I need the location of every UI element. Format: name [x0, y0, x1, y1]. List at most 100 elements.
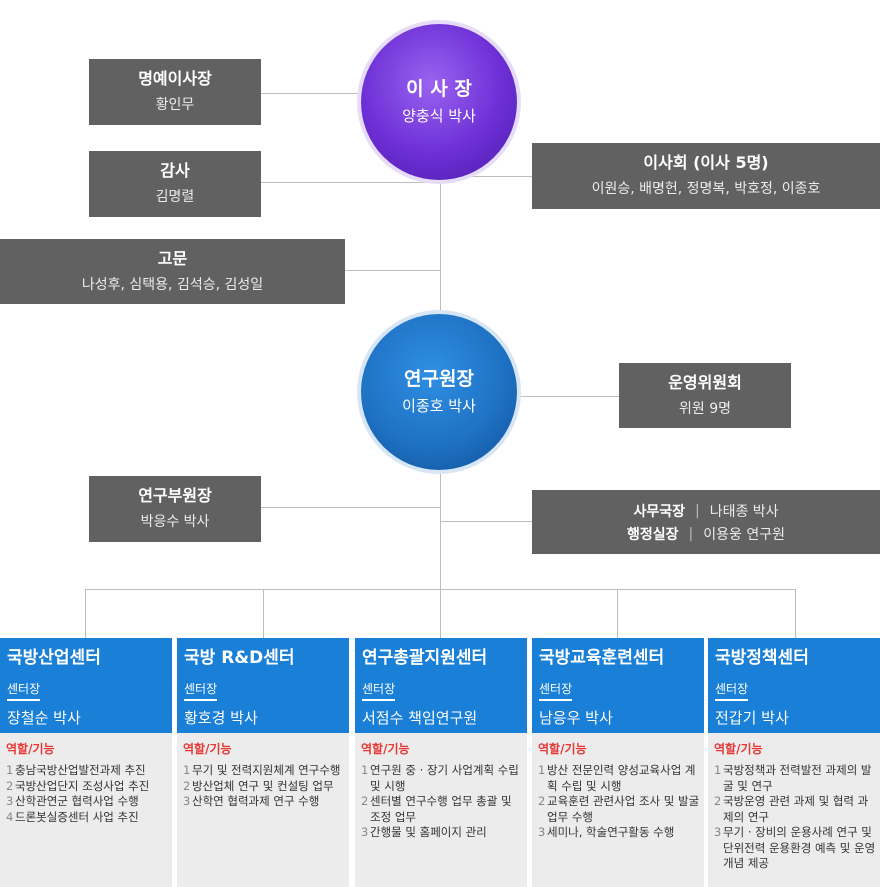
center-drop-3	[440, 589, 441, 638]
center-head-name: 전갑기 박사	[715, 709, 789, 727]
center-head-label: 센터장	[184, 682, 218, 701]
center-head-label: 센터장	[539, 682, 573, 701]
honorary-connector	[261, 93, 361, 94]
board-box: 이사회 (이사 5명) 이원승, 배명헌, 정명복, 박호정, 이종호	[532, 143, 880, 209]
center-name: 국방정책센터	[715, 648, 809, 668]
staff-connector	[440, 521, 533, 522]
center-drop-2	[263, 589, 264, 638]
admin-chief-name: 이용웅 연구원	[703, 526, 785, 543]
chairman-name: 양충식 박사	[402, 107, 476, 125]
center-head-label: 센터장	[715, 682, 749, 701]
secretary-general-role: 사무국장	[633, 503, 685, 520]
board-connector	[440, 176, 533, 177]
chairman-node: 이 사 장 양충식 박사	[361, 24, 517, 180]
center-head-label: 센터장	[362, 682, 396, 701]
admin-chief-row: 행정실장 | 이용웅 연구원	[532, 522, 880, 545]
roles-label: 역할/기능	[183, 742, 232, 756]
center-name: 국방 R&D센터	[184, 648, 295, 668]
center-head-name: 장철순 박사	[7, 709, 81, 727]
operating-committee-title: 운영위원회	[668, 372, 742, 392]
honorary-chairman-title: 명예이사장	[138, 69, 212, 88]
auditor-title: 감사	[160, 161, 190, 180]
center-name: 연구총괄지원센터	[362, 648, 488, 668]
honorary-chairman-name: 황인무	[155, 97, 195, 113]
advisors-box: 고문 나성후, 심택용, 김석승, 김성일	[0, 239, 345, 304]
roles-label: 역할/기능	[538, 742, 587, 756]
center-name: 국방산업센터	[7, 648, 101, 668]
vice-director-name: 박응수 박사	[140, 514, 210, 530]
center-head-label: 센터장	[7, 682, 41, 701]
vice-director-box: 연구부원장 박응수 박사	[89, 476, 261, 542]
secretary-general-name: 나태종 박사	[709, 503, 779, 520]
center-header: 국방 R&D센터 센터장 황호경 박사	[177, 638, 349, 733]
vice-director-connector	[261, 507, 441, 508]
divider: |	[694, 502, 700, 519]
advisors-title: 고문	[157, 248, 188, 268]
auditor-box: 감사 김명렬	[89, 151, 261, 217]
auditor-name: 김명렬	[155, 189, 195, 205]
operating-committee-box: 운영위원회 위원 9명	[619, 363, 791, 428]
secretary-general-row: 사무국장 | 나태종 박사	[532, 499, 880, 522]
divider: |	[688, 525, 694, 542]
roles-label: 역할/기능	[6, 742, 55, 756]
staff-box: 사무국장 | 나태종 박사 행정실장 | 이용웅 연구원	[532, 490, 880, 554]
admin-chief-role: 행정실장	[627, 526, 679, 543]
committee-connector	[440, 396, 620, 397]
center-header: 국방산업센터 센터장 장철순 박사	[0, 638, 172, 733]
auditor-connector	[261, 182, 441, 183]
center-name: 국방교육훈련센터	[539, 648, 665, 668]
vice-director-title: 연구부원장	[138, 486, 212, 505]
roles-label: 역할/기능	[714, 742, 763, 756]
board-names: 이원승, 배명헌, 정명복, 박호정, 이종호	[591, 181, 821, 197]
director-name: 이종호 박사	[402, 397, 476, 415]
center-drop-4	[617, 589, 618, 638]
center-drop-1	[85, 589, 86, 638]
advisor-connector	[345, 270, 441, 271]
center-head-name: 황호경 박사	[184, 709, 258, 727]
director-title: 연구원장	[404, 368, 474, 390]
center-header: 국방정책센터 센터장 전갑기 박사	[708, 638, 880, 733]
advisors-names: 나성후, 심택용, 김석승, 김성일	[81, 276, 264, 293]
operating-committee-members: 위원 9명	[679, 400, 731, 417]
center-header: 연구총괄지원센터 센터장 서점수 책임연구원	[355, 638, 527, 733]
honorary-chairman-box: 명예이사장 황인무	[89, 59, 261, 125]
center-header: 국방교육훈련센터 센터장 남응우 박사	[532, 638, 704, 733]
roles-label: 역할/기능	[361, 742, 410, 756]
board-title: 이사회 (이사 5명)	[643, 153, 769, 172]
chairman-title: 이 사 장	[406, 78, 472, 100]
center-head-name: 남응우 박사	[539, 709, 613, 727]
center-drop-5	[795, 589, 796, 638]
director-node: 연구원장 이종호 박사	[361, 314, 517, 470]
